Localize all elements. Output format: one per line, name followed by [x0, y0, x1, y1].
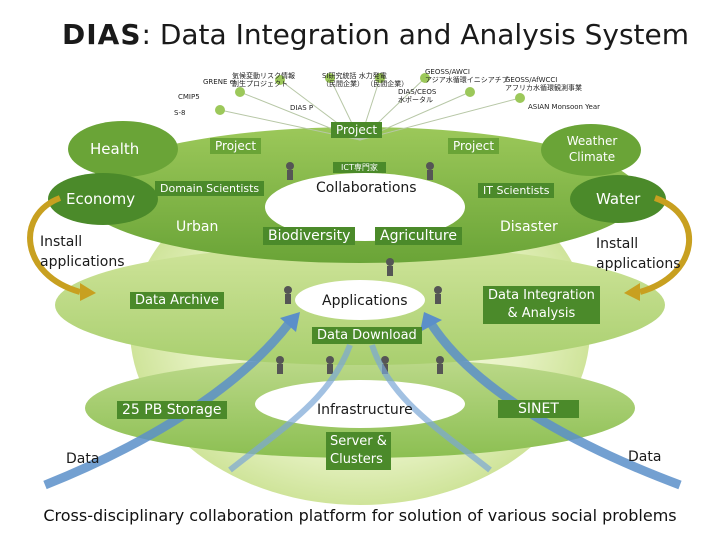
data-arrow-left-icon: [43, 319, 294, 490]
data-integration-label: Data Integration & Analysis: [483, 286, 600, 324]
caption: Cross-disciplinary collaboration platfor…: [43, 506, 677, 525]
project-label: SI研究統括 水力発電 （民間企業） （民間企業）: [322, 72, 409, 88]
ict-label: ICT専門家: [333, 162, 386, 173]
applications-label: Applications: [322, 293, 408, 309]
biodiversity-label: Biodiversity: [263, 227, 356, 245]
storage-label: 25 PB Storage: [117, 401, 227, 419]
collaborations-label: Collaborations: [316, 180, 417, 196]
health-label: Health: [90, 140, 140, 158]
water-bubble: [570, 175, 666, 223]
project-box-center: Project: [331, 122, 383, 138]
disaster-label: Disaster: [500, 219, 558, 235]
project-label: ASIAN Monsoon Year: [528, 103, 600, 111]
water-label: Water: [596, 190, 641, 208]
project-label: DIAS/CEOS 水ポータル: [398, 88, 437, 104]
weather-climate-label: Weather Climate: [566, 134, 618, 164]
install-applications-left: Install applications: [40, 234, 125, 270]
data-arrow-right-icon: [426, 319, 682, 490]
sinet-label: SINET: [498, 400, 579, 418]
install-applications-right: Install applications: [596, 236, 681, 272]
page-title: DIAS: Data Integration and Analysis Syst…: [62, 18, 690, 51]
data-label-right: Data: [628, 449, 662, 465]
project-label: CMIP5: [178, 93, 200, 101]
project-label: S-8: [174, 109, 186, 117]
it-scientists-label: IT Scientists: [478, 183, 555, 198]
economy-label: Economy: [66, 190, 136, 208]
project-label: GEOSS/AfWCCI アフリカ水循環観測事業: [505, 76, 582, 92]
server-clusters-label: Server & Clusters: [326, 432, 391, 470]
project-label: 気候変動リスク情報 創生プロジェクト: [232, 72, 295, 88]
project-label: GRENE ei: [203, 78, 236, 86]
project-dots: [215, 73, 525, 115]
install-arrow-left-icon: [27, 195, 81, 295]
data-download-label: Data Download: [312, 327, 422, 344]
domain-scientists-label: Domain Scientists: [155, 181, 265, 196]
weather-bubble: [541, 124, 641, 176]
urban-label: Urban: [176, 219, 219, 235]
project-label: GEOSS/AWCI アジア水循環イニシアチブ: [425, 68, 509, 84]
health-bubble: [68, 121, 178, 177]
project-label: DIAS P: [290, 104, 314, 112]
data-label-left: Data: [66, 451, 100, 467]
data-arrow-center-icon: [228, 343, 353, 473]
project-box-left: Project: [210, 138, 262, 154]
install-arrow-right-icon: [639, 195, 692, 295]
data-archive-label: Data Archive: [130, 292, 224, 309]
infrastructure-label: Infrastructure: [317, 402, 413, 418]
people-icons: [276, 162, 444, 374]
project-box-right: Project: [448, 138, 500, 154]
agriculture-label: Agriculture: [375, 227, 462, 245]
economy-bubble: [48, 173, 158, 225]
